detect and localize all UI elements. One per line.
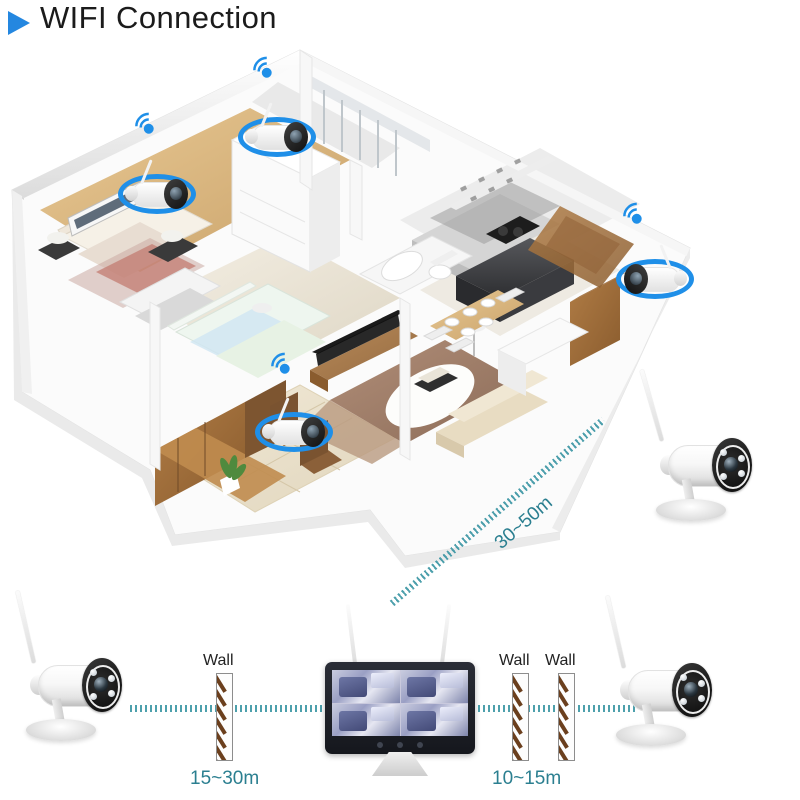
camera-mount-base <box>656 499 726 521</box>
nvr-button[interactable] <box>417 742 423 748</box>
nvr-button[interactable] <box>397 742 403 748</box>
ir-led-icon <box>108 690 115 697</box>
ir-led-icon <box>108 675 115 682</box>
camera-lens-icon <box>94 677 108 692</box>
camera-lens-icon <box>307 425 319 438</box>
nvr-screen-4split[interactable] <box>332 670 468 736</box>
camera-tail <box>262 424 275 439</box>
camera-antenna <box>605 595 626 669</box>
wall-right-outer <box>558 673 575 761</box>
nvr-channel-tile[interactable] <box>332 670 400 703</box>
ir-led-icon <box>738 470 745 477</box>
ir-led-icon <box>680 674 687 681</box>
nvr-control-buttons[interactable] <box>377 742 423 748</box>
ir-led-icon <box>698 695 705 702</box>
ir-led-icon <box>720 473 727 480</box>
indoor-camera-living-room[interactable] <box>255 397 341 454</box>
floorplan-illustration <box>0 40 700 600</box>
camera-lens-icon <box>724 457 738 472</box>
distance-label-10-15m: 10~15m <box>492 768 562 789</box>
wireless-nvr-monitor[interactable] <box>325 604 475 780</box>
camera-lens-icon <box>684 682 698 697</box>
indoor-camera-balcony[interactable] <box>238 102 324 159</box>
nvr-channel-tile[interactable] <box>332 703 400 736</box>
wifi-signal-icon-living-room <box>265 346 305 386</box>
indoor-camera-entry[interactable] <box>608 244 694 301</box>
nvr-stand <box>372 752 428 776</box>
nvr-bezel <box>325 662 475 754</box>
camera-lens-icon <box>170 187 182 200</box>
camera-highlight-ring <box>238 117 316 157</box>
ir-led-icon <box>720 449 727 456</box>
wall-label-right-inner: Wall <box>499 652 530 669</box>
wall-label-right-outer: Wall <box>545 652 576 669</box>
camera-tail <box>125 186 138 201</box>
ir-led-icon <box>698 680 705 687</box>
floorplan-svg <box>11 49 691 568</box>
page-header: WIFI Connection <box>0 0 800 44</box>
camera-mount-base <box>616 724 686 746</box>
wifi-signal-icon-balcony <box>247 50 287 90</box>
camera-highlight-ring <box>118 174 196 214</box>
distance-label-15-30m: 15~30m <box>190 768 260 789</box>
nvr-channel-tile[interactable] <box>400 670 468 703</box>
ir-led-icon <box>90 693 97 700</box>
indoor-camera-bedroom-left[interactable] <box>118 159 204 216</box>
ir-led-icon <box>680 698 687 705</box>
camera-lens-icon <box>290 130 302 143</box>
camera-mount-base <box>26 719 96 741</box>
nvr-button[interactable] <box>377 742 383 748</box>
wall-left <box>216 673 233 761</box>
camera-antenna <box>15 590 36 664</box>
wall-label-left: Wall <box>203 652 234 669</box>
camera-lens-icon <box>630 272 642 285</box>
nvr-channel-tile[interactable] <box>400 703 468 736</box>
wifi-signal-icon-bedroom <box>129 106 169 146</box>
page-title: WIFI Connection <box>40 0 277 35</box>
wifi-signal-icon-entry <box>617 196 657 236</box>
ir-led-icon <box>90 669 97 676</box>
camera-tail <box>674 271 687 286</box>
ir-led-icon <box>738 455 745 462</box>
camera-tail <box>245 129 258 144</box>
wall-right-inner <box>512 673 529 761</box>
play-triangle-icon <box>8 11 30 35</box>
camera-highlight-ring <box>255 412 333 452</box>
